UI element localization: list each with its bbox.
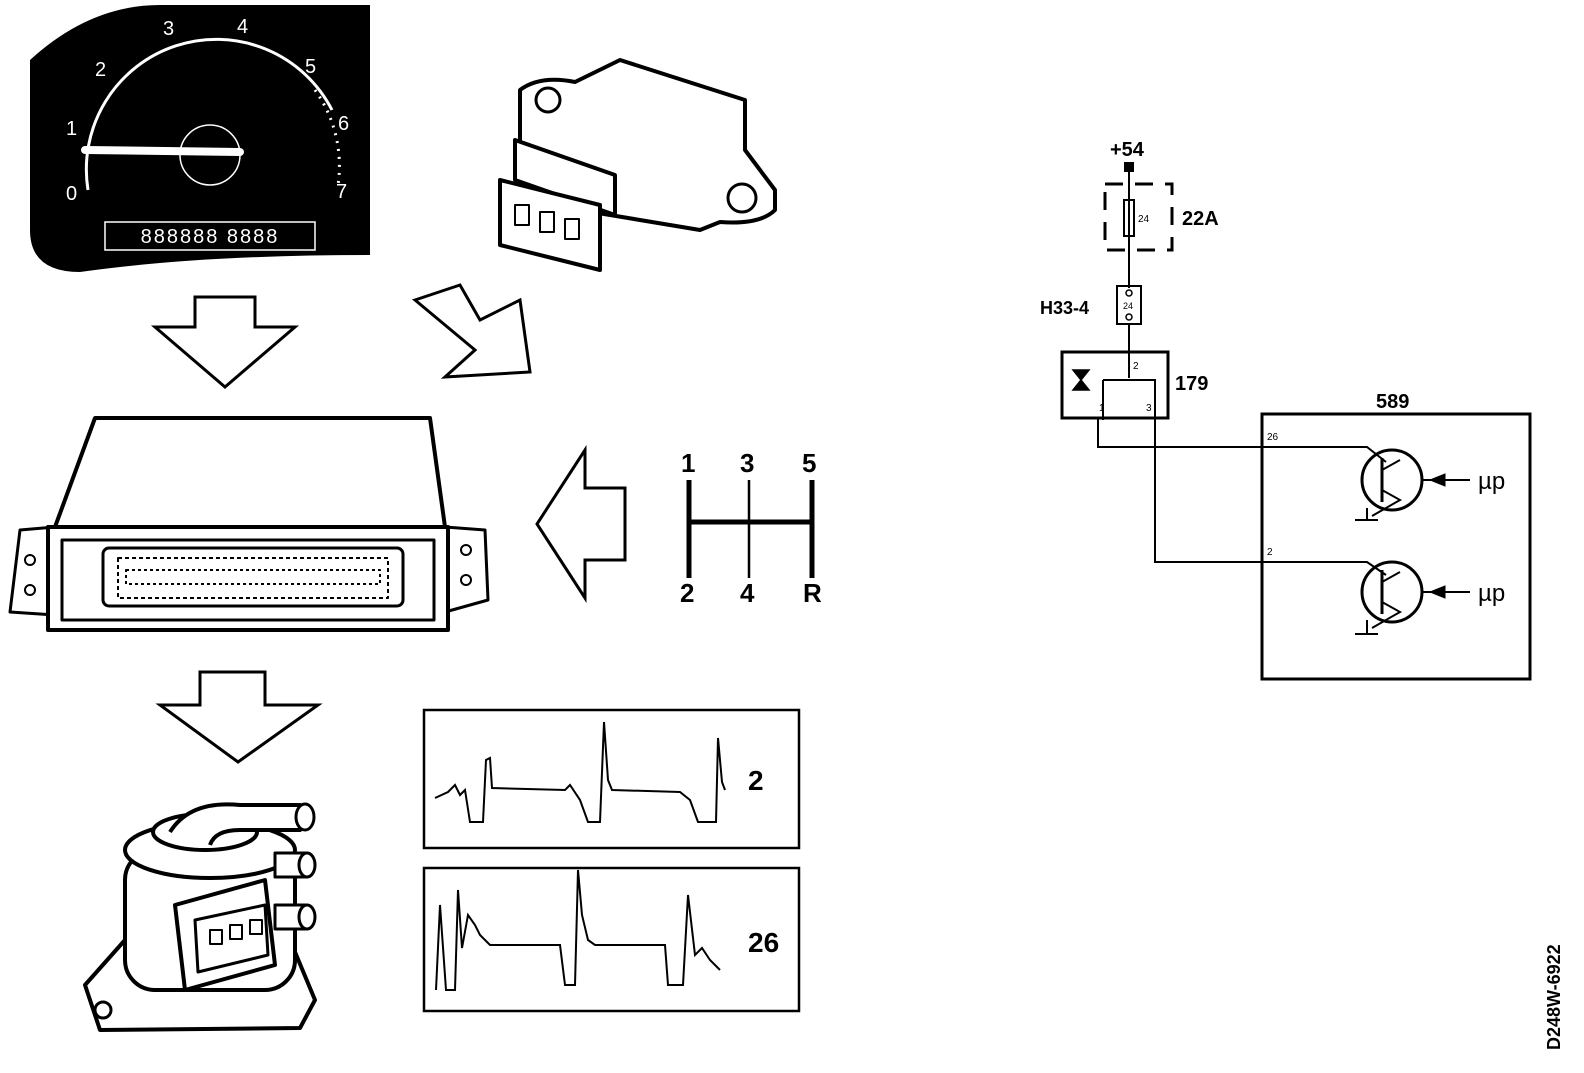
tachometer-scale-4: 4 xyxy=(237,16,248,38)
module-pin-2: 2 xyxy=(1267,547,1273,558)
transistor-1 xyxy=(1360,448,1424,512)
arrow-tachometer-to-ecu xyxy=(150,295,300,389)
control-module-589 xyxy=(1260,412,1532,681)
control-module-label: 589 xyxy=(1376,391,1409,413)
gear-label-1: 1 xyxy=(681,448,695,478)
tachometer-odometer: 888888 8888 xyxy=(141,226,280,248)
solenoid-valve-illustration xyxy=(83,802,317,1032)
tachometer-scale-7: 7 xyxy=(336,181,347,203)
gear-label-3: 3 xyxy=(740,448,754,478)
module-pin-26: 26 xyxy=(1267,432,1279,443)
fuse-number-label: 24 xyxy=(1138,214,1150,225)
connector-label: H33-4 xyxy=(1040,298,1089,318)
tachometer-scale-1: 1 xyxy=(66,118,77,140)
microprocessor-label-1: µp xyxy=(1478,468,1505,495)
tachometer-scale-2: 2 xyxy=(95,59,106,81)
relay-timer-icon xyxy=(1071,369,1091,391)
relay-label: 179 xyxy=(1175,373,1208,395)
arrow-sensor-to-ecu xyxy=(411,283,532,379)
tachometer-scale-6: 6 xyxy=(338,113,349,135)
transistor-2 xyxy=(1360,560,1424,624)
tachometer-scale-5: 5 xyxy=(305,56,316,78)
relay-pin-right: 3 xyxy=(1146,403,1152,414)
connector-pin-label: 24 xyxy=(1123,301,1133,311)
signal-label-26: 26 xyxy=(748,927,779,958)
relay-pin-top: 2 xyxy=(1133,361,1139,372)
relay-pin-left: 1 xyxy=(1099,403,1105,414)
signal-panel-26: 26 xyxy=(422,866,801,1013)
gear-label-r: R xyxy=(803,578,822,608)
figure-id: D248W-6922 xyxy=(1544,944,1564,1050)
throttle-position-sensor-illustration xyxy=(498,58,777,272)
circuit-diagram xyxy=(1060,162,1532,681)
arrow-ecu-to-valve xyxy=(155,670,323,764)
relay-179 xyxy=(1060,350,1170,420)
engine-control-module-illustration xyxy=(8,416,490,632)
supply-terminal xyxy=(1124,162,1134,172)
gear-label-5: 5 xyxy=(802,448,816,478)
tachometer-scale-3: 3 xyxy=(163,18,174,40)
gear-label-4: 4 xyxy=(740,578,755,608)
signal-label-2: 2 xyxy=(748,765,764,796)
arrow-gearshift-to-ecu xyxy=(535,444,627,604)
gear-label-2: 2 xyxy=(680,578,694,608)
tachometer-scale-0: 0 xyxy=(66,183,77,205)
fuse-block-label: 22A xyxy=(1182,208,1219,230)
tachometer: 888888 8888 0 1 2 3 4 5 6 7 xyxy=(30,5,370,272)
microprocessor-label-2: µp xyxy=(1478,580,1505,607)
signal-panel-2: 2 xyxy=(422,708,801,850)
tachometer-needle xyxy=(81,146,244,156)
supply-label: +54 xyxy=(1110,139,1145,161)
gear-shift-pattern: 1 3 5 2 4 R xyxy=(680,448,822,608)
